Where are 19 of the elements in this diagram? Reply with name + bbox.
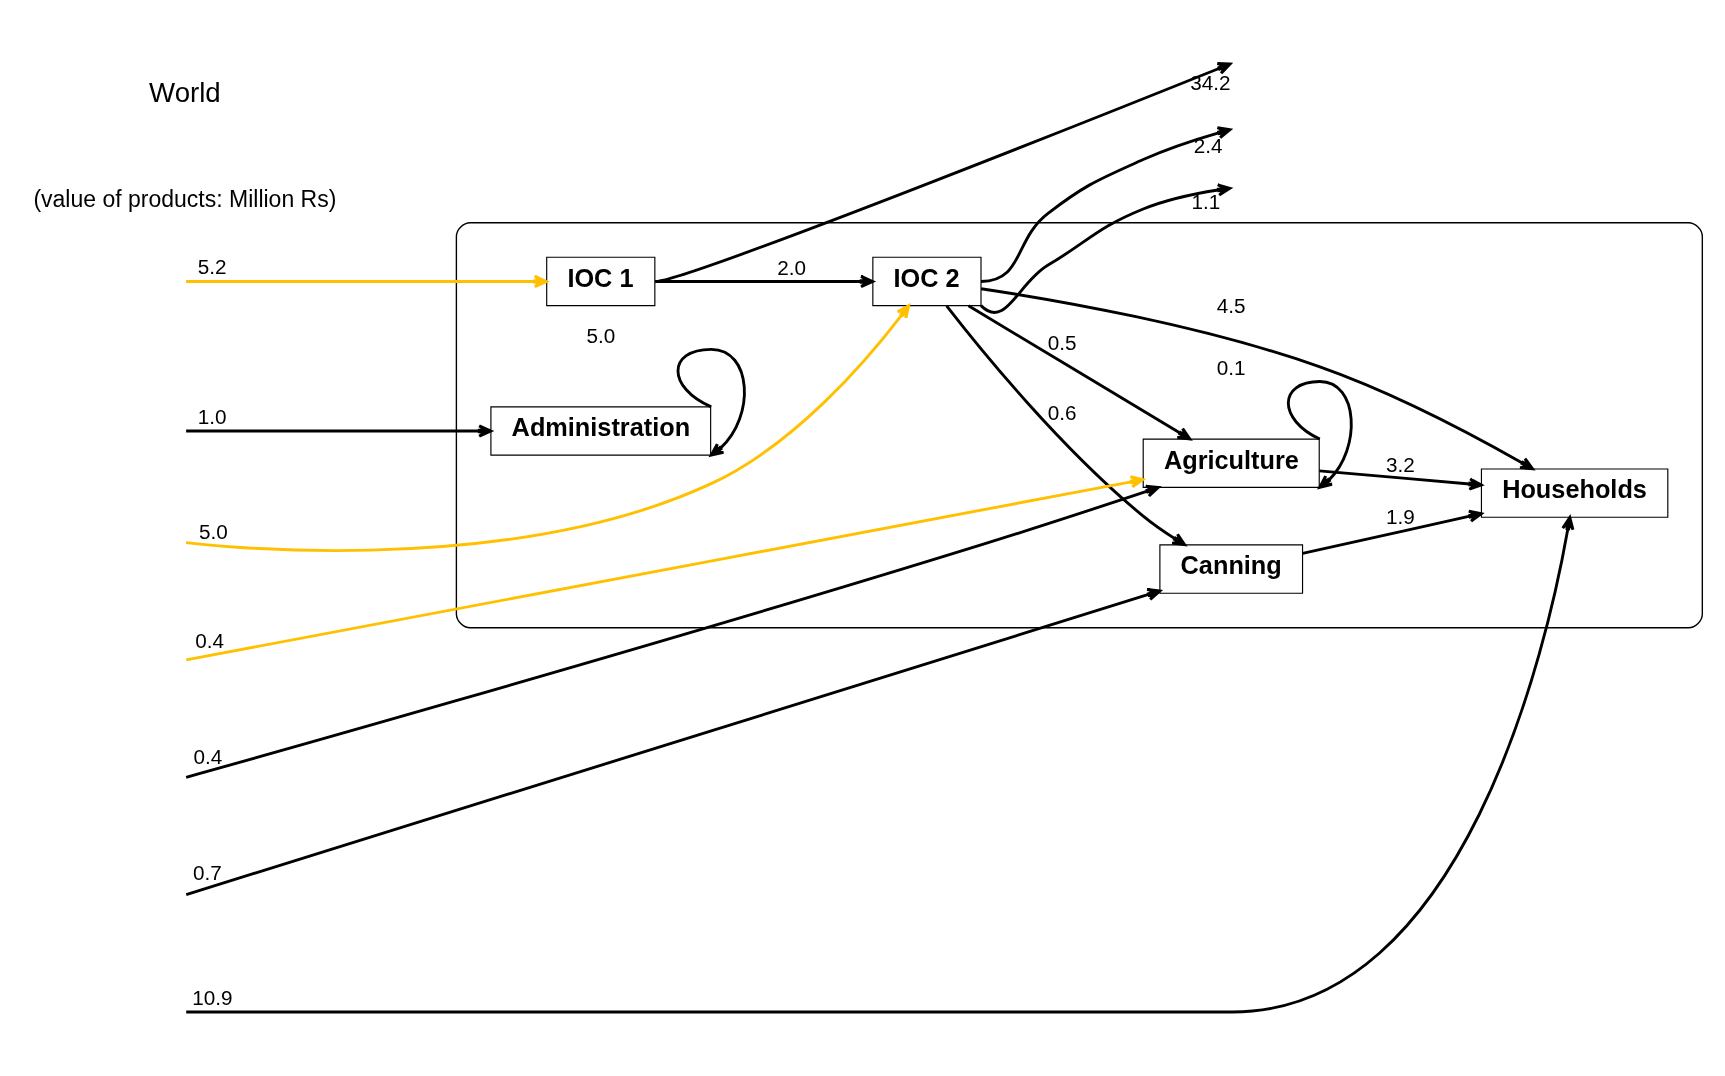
edge-label: 5.2 bbox=[197, 255, 227, 279]
edge-label: 10.9 bbox=[192, 985, 233, 1009]
edge-label: 1.9 bbox=[1385, 504, 1415, 528]
edge-label: 5.0 bbox=[586, 323, 616, 347]
edge-label: 4.5 bbox=[1216, 293, 1246, 317]
edge-label: 0.1 bbox=[1216, 356, 1246, 380]
edge-label: 2.4 bbox=[1193, 134, 1223, 158]
edge-label: 0.4 bbox=[193, 744, 223, 768]
edge-label: 1.1 bbox=[1191, 190, 1221, 214]
edge-label: 5.0 bbox=[198, 519, 228, 543]
edge-label: 2.0 bbox=[777, 256, 807, 280]
edge-label: 0.6 bbox=[1047, 400, 1077, 424]
label: (value of products: Million Rs) bbox=[33, 185, 337, 212]
edge-label: 3.2 bbox=[1385, 452, 1415, 476]
edge-label: 0.7 bbox=[193, 861, 222, 885]
label: World bbox=[149, 77, 221, 109]
edge-label: 1.0 bbox=[197, 404, 227, 428]
edge-label: 0.4 bbox=[195, 629, 224, 653]
edge-label: 0.5 bbox=[1047, 330, 1077, 354]
